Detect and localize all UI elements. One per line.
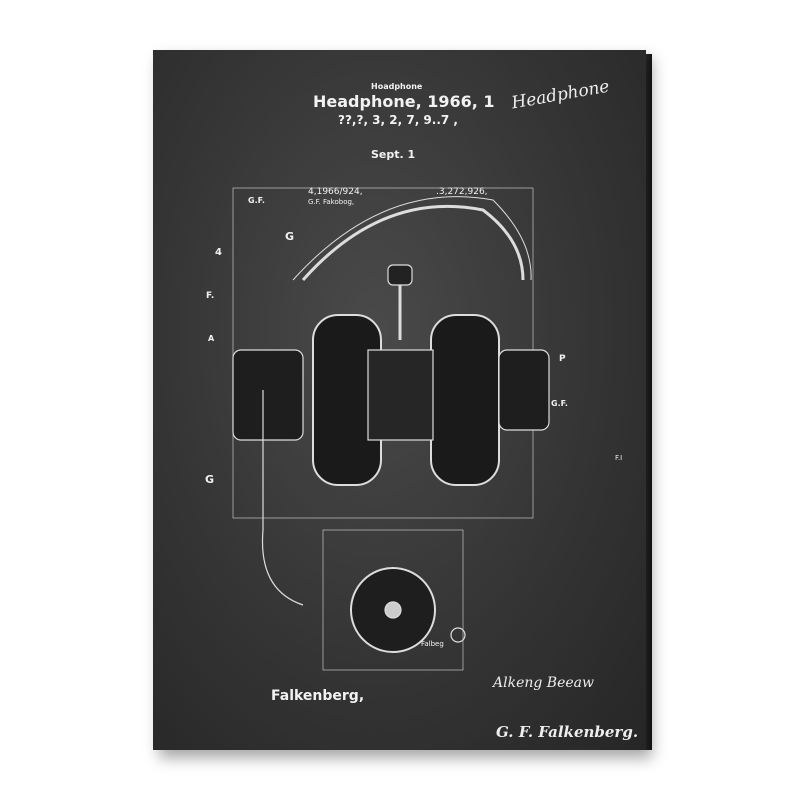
label-p: P	[559, 354, 566, 364]
ref-left: 4,1966/924,	[308, 187, 363, 197]
label-g: G	[285, 230, 295, 243]
poster-title: Headphone, 1966, 1	[313, 92, 495, 111]
headphone-drawing	[232, 187, 550, 671]
label-4: 4	[215, 247, 222, 258]
signature-bottom: Alkeng Beeaw	[493, 675, 594, 691]
canvas-edge	[646, 54, 652, 750]
ref-left-name: G.F. Fakobog,	[308, 198, 355, 206]
label-g2: G	[205, 473, 215, 486]
patent-numbers: ??,?, 3, 2, 7, 9..7 ,	[338, 113, 458, 127]
label-fi: F.I	[615, 454, 623, 462]
nameplate: G. F. Falkenberg.	[496, 723, 639, 741]
label-falbeg: Falbeg	[421, 640, 444, 648]
inventor-name: Falkenberg,	[271, 688, 365, 704]
patent-date: Sept. 1	[371, 148, 416, 161]
poster-subtitle: Hoadphone	[371, 82, 423, 91]
label-gf: G.F.	[248, 196, 265, 205]
label-f: F.	[206, 291, 215, 301]
label-a: A	[208, 334, 215, 343]
patent-print: Hoadphone Headphone, 1966, 1 ??,?, 3, 2,…	[153, 50, 646, 750]
ref-right: .3,272,926,	[436, 187, 488, 197]
label-gf2: G.F.	[551, 399, 568, 408]
